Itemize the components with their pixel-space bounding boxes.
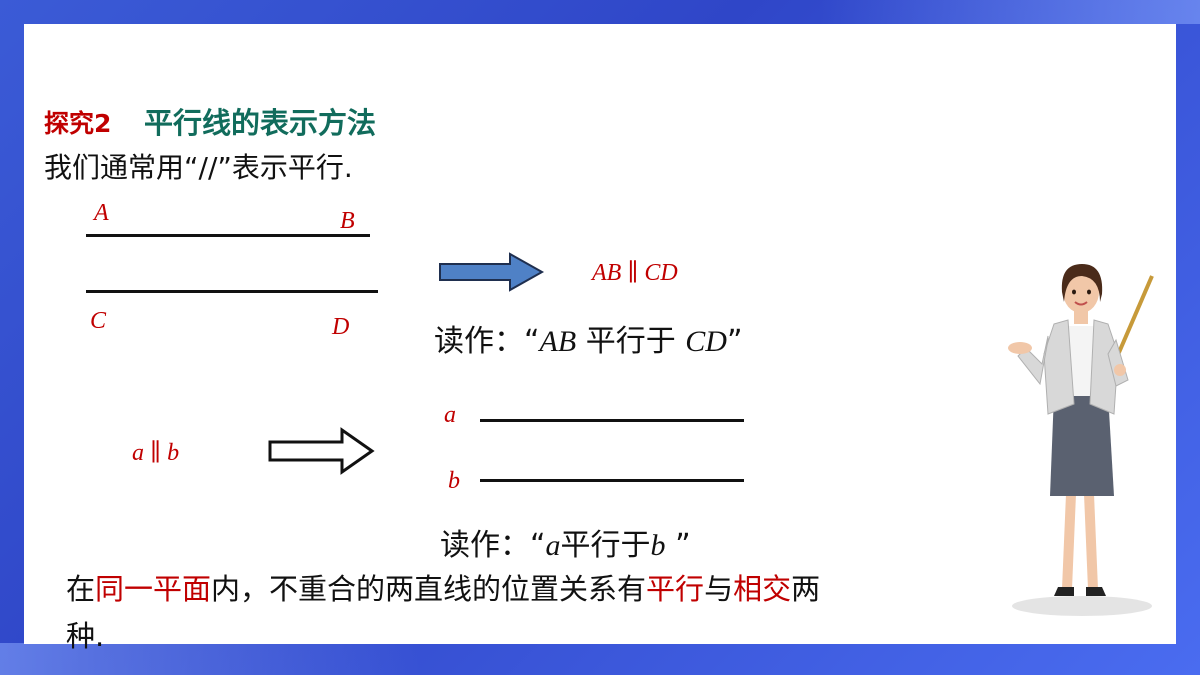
right-arrow-outline-icon <box>268 427 375 475</box>
line-ab <box>86 234 370 237</box>
reading-prefix-2: 读作：“ <box>440 528 546 563</box>
reading-prefix: 读作：“ <box>434 324 540 359</box>
line-b <box>480 479 744 482</box>
teacher-illustration <box>1008 264 1154 616</box>
reading-a-b: 读作：“a平行于b ” <box>440 520 691 564</box>
reading-mid-2: 平行于 <box>560 528 651 563</box>
reading-a: a <box>545 529 561 562</box>
page-title: 平行线的表示方法 <box>144 106 377 140</box>
conclusion-highlight-parallel: 平行 <box>646 572 705 606</box>
section-tag: 探究2 <box>44 109 112 138</box>
point-b-label: B <box>340 208 355 234</box>
point-c-label: C <box>90 308 107 334</box>
frame-decoration-bottom <box>0 643 420 675</box>
line-a-label: a <box>444 402 456 428</box>
conclusion-highlight-intersect: 相交 <box>733 572 792 606</box>
line-b-label: b <box>448 468 460 494</box>
point-a-label: A <box>94 200 109 226</box>
conclusion-part-4: 两种. <box>66 572 821 653</box>
reading-suffix: ” <box>726 324 743 359</box>
point-d-label: D <box>332 314 350 340</box>
right-arrow-filled-icon <box>439 252 545 292</box>
conclusion-part-1: 在 <box>66 572 96 606</box>
reading-b: b <box>650 529 666 562</box>
notation-a-b: a ∥ b <box>132 440 180 466</box>
conclusion-part-3: 与 <box>704 572 734 606</box>
intro-text: 我们通常用“//”表示平行. <box>44 151 353 184</box>
reading-ab: AB <box>539 325 577 358</box>
slide-canvas: 探究2 平行线的表示方法 我们通常用“//”表示平行. A B C D AB ∥… <box>24 24 1176 653</box>
reading-mid: 平行于 <box>576 324 686 359</box>
reading-suffix-2: ” <box>665 528 691 563</box>
conclusion-part-2: 内，不重合的两直线的位置关系有 <box>211 572 647 606</box>
conclusion-highlight-plane: 同一平面 <box>95 572 212 606</box>
notation-ab-cd: AB ∥ CD <box>592 260 678 286</box>
frame-decoration-top <box>820 0 1200 24</box>
conclusion-text: 在同一平面内，不重合的两直线的位置关系有平行与相交两种. <box>66 566 826 660</box>
line-cd <box>86 290 378 293</box>
reading-ab-cd: 读作：“AB 平行于 CD” <box>434 316 743 360</box>
reading-cd: CD <box>685 325 727 358</box>
line-a <box>480 419 744 422</box>
